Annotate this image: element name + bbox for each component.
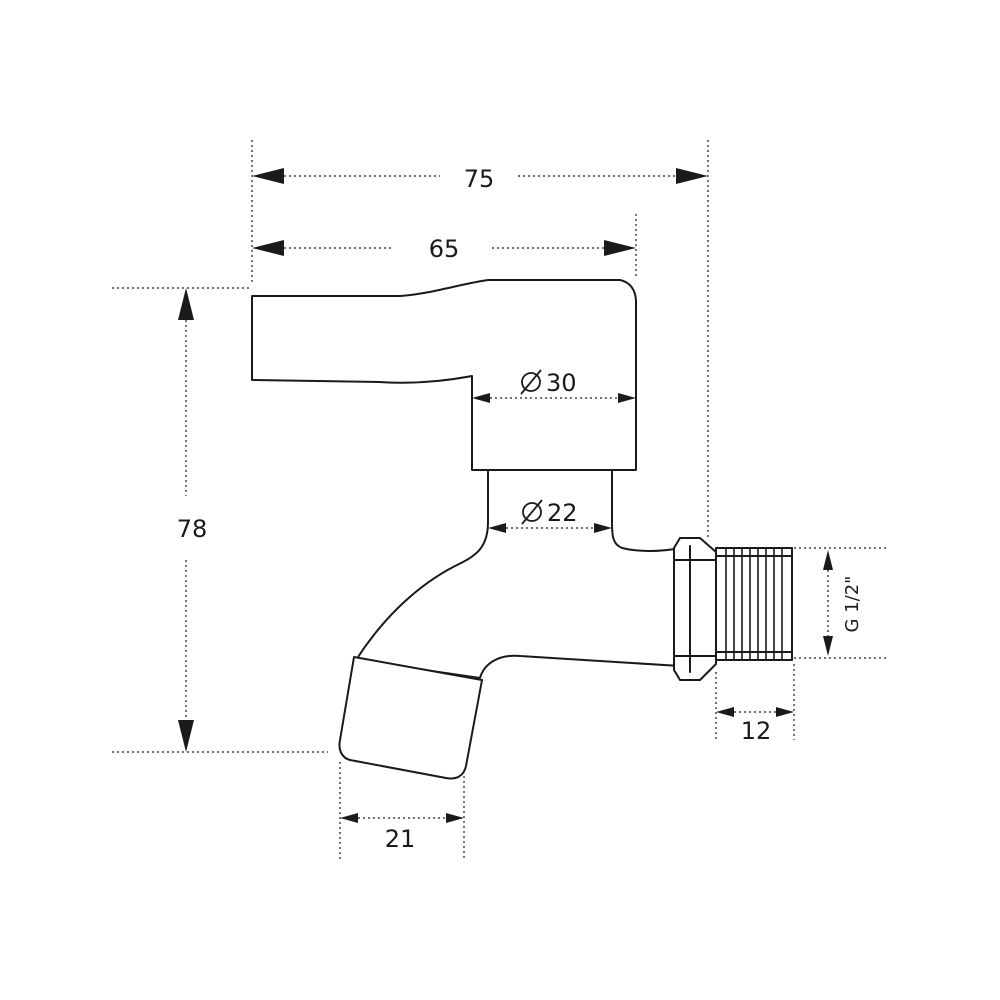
arrow-up-icon xyxy=(823,550,833,570)
overall-length-label: 75 xyxy=(464,165,495,193)
threaded-connector xyxy=(715,547,793,661)
arrow-left-icon xyxy=(472,393,490,403)
dimension-overall-height: 78 xyxy=(177,288,208,752)
diameter-icon xyxy=(520,369,542,395)
dimension-thread-length: 12 xyxy=(716,707,794,745)
dimension-body-diameter: 30 xyxy=(472,369,636,403)
arrow-right-icon xyxy=(604,240,636,256)
dimension-overall-length: 75 xyxy=(252,165,708,193)
arrow-right-icon xyxy=(446,813,464,823)
dimension-thread-size: G 1/2" xyxy=(823,550,863,656)
handle-length-label: 65 xyxy=(429,235,460,263)
arrow-left-icon xyxy=(252,240,284,256)
spout-nozzle xyxy=(338,656,483,780)
faucet-body xyxy=(251,279,793,780)
arrow-left-icon xyxy=(716,707,734,717)
dimension-spout-width: 21 xyxy=(340,813,464,853)
arrow-left-icon xyxy=(488,523,506,533)
arrow-down-icon xyxy=(823,636,833,656)
arrow-left-icon xyxy=(340,813,358,823)
thread-outline xyxy=(715,547,793,661)
dimension-handle-length: 65 xyxy=(252,235,636,263)
arrow-right-icon xyxy=(676,168,708,184)
overall-height-label: 78 xyxy=(177,515,208,543)
thread-size-label: G 1/2" xyxy=(842,576,863,633)
hex-nut xyxy=(673,537,717,681)
neck-diameter-label: 22 xyxy=(547,499,578,527)
diameter-icon xyxy=(521,499,543,525)
dimension-neck-diameter: 22 xyxy=(488,499,612,533)
arrow-right-icon xyxy=(594,523,612,533)
arrow-right-icon xyxy=(776,707,794,717)
spout-body xyxy=(355,469,681,679)
arrow-up-icon xyxy=(178,288,194,320)
lever-handle xyxy=(251,279,637,471)
body-diameter-label: 30 xyxy=(546,369,577,397)
arrow-left-icon xyxy=(252,168,284,184)
arrow-right-icon xyxy=(618,393,636,403)
arrow-down-icon xyxy=(178,720,194,752)
spout-width-label: 21 xyxy=(385,825,416,853)
thread-length-label: 12 xyxy=(741,717,772,745)
